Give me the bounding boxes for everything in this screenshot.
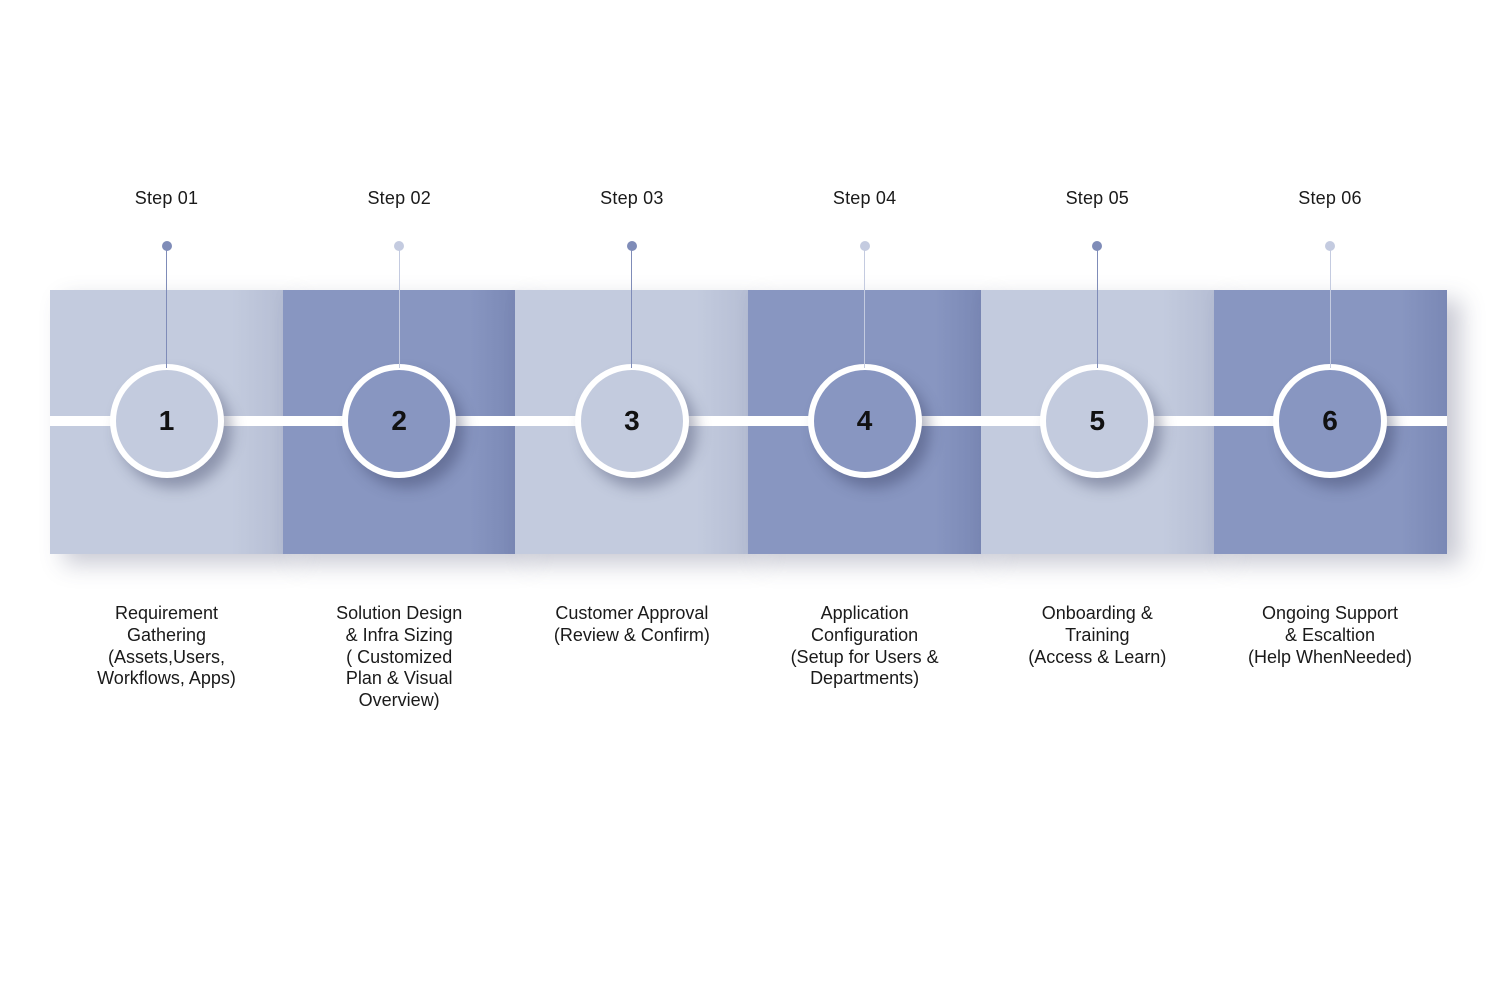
step-label: Step 03 [600, 188, 664, 208]
step-description: Customer Approval(Review & Confirm) [515, 603, 748, 647]
step-number: 4 [856, 405, 873, 436]
step-description-line: (Assets,Users, [107, 646, 226, 667]
step-description-line: Requirement [114, 603, 219, 623]
step-number: 5 [1089, 405, 1106, 436]
step-number-circle: 6 [1273, 364, 1387, 478]
step-description-line: (Setup for Users & [790, 646, 939, 667]
step-description-line: (Help WhenNeeded) [1247, 646, 1413, 667]
step-label: Step 06 [1298, 188, 1362, 208]
step-description-line: Application [820, 603, 909, 623]
step-number-circle: 5 [1040, 364, 1155, 478]
step-label: Step 05 [1065, 188, 1130, 208]
step-number-circle: 3 [574, 364, 689, 478]
step-pin-line [166, 250, 167, 368]
step-description: Onboarding &Training(Access & Learn) [981, 603, 1214, 668]
step-description-line: (Review & Confirm) [553, 624, 710, 645]
step-description-line: Onboarding & [1041, 603, 1153, 623]
step-pin-dot [626, 241, 637, 251]
step-description: Solution Design& Infra Sizing( Customize… [283, 603, 516, 712]
step-label: Step 02 [367, 188, 431, 208]
step-pin-dot [1092, 241, 1103, 251]
step-number-circle: 1 [109, 364, 224, 478]
step-description-line: & Infra Sizing [345, 624, 453, 645]
step-description-line: ( Customized [346, 646, 453, 667]
step-label: Step 04 [832, 188, 897, 208]
step-number-circle: 2 [342, 364, 457, 478]
step-number: 1 [158, 405, 175, 436]
step-pin-line [1096, 250, 1098, 368]
step-pin-dot [859, 241, 870, 251]
step-description-line: & Escaltion [1284, 624, 1376, 645]
step-pin-line [864, 250, 866, 368]
step-description: Ongoing Support& Escaltion(Help WhenNeed… [1214, 603, 1447, 668]
step-description-line: Gathering [126, 624, 207, 645]
step-number: 3 [624, 405, 640, 436]
step-pin-dot [161, 241, 172, 251]
step-pin-line [1329, 250, 1331, 368]
step-description-line: Customer Approval [555, 603, 709, 623]
step-description-line: (Access & Learn) [1028, 646, 1167, 667]
step-description-line: Configuration [811, 624, 919, 645]
step-number: 6 [1322, 405, 1338, 436]
step-number: 2 [391, 405, 407, 436]
step-pin-dot [394, 241, 405, 251]
step-description-line: Workflows, Apps) [97, 668, 236, 689]
step-description-line: Plan & Visual [345, 668, 453, 689]
step-pin-line [398, 250, 400, 368]
step-pin-dot [1325, 241, 1335, 251]
step-description-line: Solution Design [336, 603, 463, 623]
step-label: Step 01 [134, 188, 199, 208]
step-description-line: Departments) [810, 668, 920, 689]
step-number-circle: 4 [807, 364, 922, 478]
step-pin-line [631, 250, 633, 368]
step-description-line: Overview) [358, 690, 440, 711]
step-description-line: Training [1065, 624, 1130, 645]
step-description-line: Ongoing Support [1261, 603, 1399, 623]
